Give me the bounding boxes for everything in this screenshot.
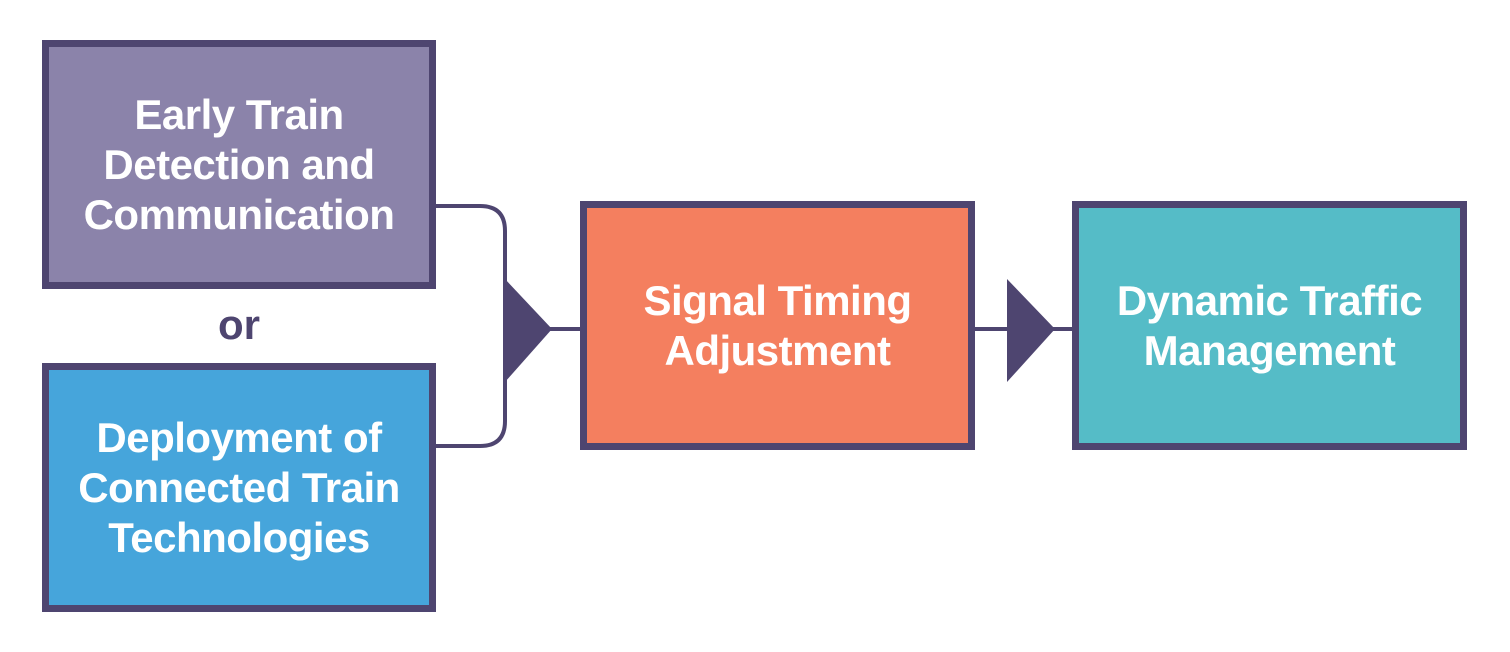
dynamic-traffic-management-box: Dynamic Traffic Management bbox=[1072, 201, 1467, 450]
arrow-head-icon bbox=[505, 279, 552, 382]
arrow-head-icon bbox=[1007, 279, 1055, 382]
early-train-detection-box: Early Train Detection and Communication bbox=[42, 40, 436, 289]
connected-train-deployment-box: Deployment of Connected Train Technologi… bbox=[42, 363, 436, 612]
signal-timing-adjustment-box: Signal Timing Adjustment bbox=[580, 201, 975, 450]
or-label: or bbox=[218, 301, 260, 348]
merge-bracket bbox=[436, 204, 507, 448]
